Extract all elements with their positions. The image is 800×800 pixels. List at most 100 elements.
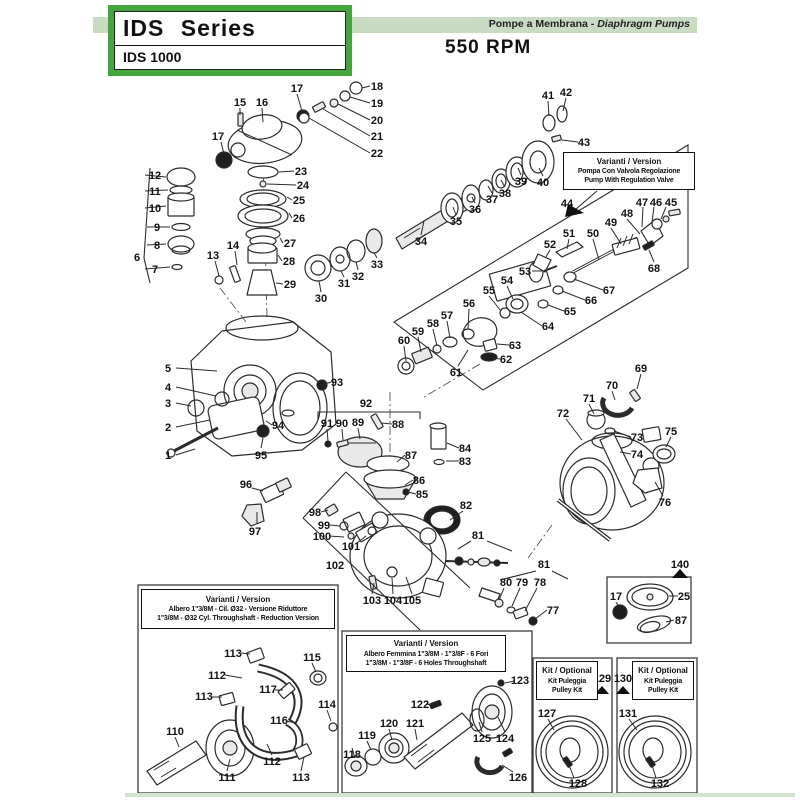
part-callout-87: 87 (675, 615, 687, 627)
part-callout-73: 73 (631, 432, 643, 444)
part-shape (247, 242, 277, 254)
callout-leader (326, 709, 332, 722)
variant-box-line-it: Pompa Con Valvola Regolazione (577, 168, 681, 176)
variant-box-title: Varianti / Version (205, 594, 271, 604)
part-callout-19: 19 (371, 98, 383, 110)
callout-leader (588, 403, 595, 415)
part-shape (329, 98, 339, 108)
part-callout-89: 89 (352, 417, 364, 429)
part-callout-93: 93 (331, 377, 343, 389)
part-shape (259, 180, 267, 188)
part-callout-45: 45 (665, 197, 677, 209)
part-shape (336, 439, 349, 448)
part-shape (367, 526, 377, 536)
centerline (219, 287, 247, 323)
part-callout-68: 68 (648, 263, 660, 275)
part-shape (171, 245, 191, 255)
part-shape (629, 389, 641, 402)
part-shape (562, 756, 573, 768)
part-shape (403, 227, 421, 239)
part-shape (616, 237, 622, 249)
part-callout-15: 15 (234, 97, 246, 109)
part-shape (662, 215, 670, 223)
pulley-kit-right-box: Kit / Optional Kit Puleggia Pulley Kit (632, 661, 694, 700)
callout-leader (356, 535, 367, 544)
part-callout-91: 91 (321, 418, 333, 430)
part-shape (256, 424, 270, 438)
part-shape (349, 81, 363, 95)
rpm-label: 550 RPM (445, 37, 532, 58)
part-callout-37: 37 (486, 194, 498, 206)
part-shape (350, 760, 362, 772)
part-shape (429, 699, 442, 710)
part-callout-50: 50 (587, 228, 599, 240)
part-shape (241, 382, 259, 400)
part-callout-112: 112 (263, 756, 281, 768)
part-callout-100: 100 (313, 531, 331, 543)
part-shape (339, 90, 351, 102)
callout-leader (665, 619, 675, 623)
callout-leader (491, 357, 501, 360)
part-callout-126: 126 (509, 772, 527, 784)
pointer-arrow (672, 569, 688, 578)
part-shape (429, 422, 447, 430)
pointer-arrow (565, 204, 584, 217)
part-callout-43: 43 (578, 137, 590, 149)
part-shape (218, 691, 236, 707)
kit-box-line-en: Pulley Kit (648, 686, 678, 694)
part-callout-132: 132 (651, 778, 669, 790)
callout-leader (214, 260, 220, 277)
callout-leader (288, 212, 293, 219)
part-callout-60: 60 (398, 335, 410, 347)
callout-leader (371, 582, 375, 595)
part-callout-23: 23 (295, 166, 307, 178)
callout-leader (396, 454, 406, 463)
callout-leader (175, 419, 211, 428)
callout-leader (478, 721, 483, 733)
part-callout-105: 105 (403, 595, 421, 607)
category-label: Pompe a Membrana - Diaphragm Pumps (400, 18, 690, 33)
part-shape (540, 720, 604, 784)
part-shape (146, 740, 207, 786)
callout-leader (568, 764, 575, 779)
callout-leader (260, 437, 264, 449)
part-shape (510, 298, 524, 310)
part-shape (429, 510, 455, 530)
part-callout-110: 110 (166, 726, 184, 738)
callout-leader (613, 430, 632, 438)
part-shape (477, 557, 491, 567)
part-callout-111: 111 (218, 772, 235, 784)
part-callout-17: 17 (610, 591, 622, 603)
part-callout-97: 97 (249, 526, 261, 538)
construction-line (302, 517, 421, 631)
callout-leader (487, 185, 493, 194)
callout-leader (340, 270, 345, 278)
part-shape (309, 670, 327, 686)
callout-leader (296, 93, 303, 112)
part-callout-117: 117 (259, 684, 277, 696)
callout-leader (498, 587, 505, 601)
part-shape (279, 380, 321, 436)
callout-leader (504, 680, 515, 684)
callout-leader (175, 448, 196, 456)
part-shape (403, 712, 474, 770)
page-title: IDS Series (115, 12, 345, 46)
part-shape (646, 593, 654, 601)
callout-leader (561, 290, 586, 301)
part-callout-113: 113 (292, 772, 310, 784)
part-callout-47: 47 (636, 197, 648, 209)
part-callout-10: 10 (149, 203, 161, 215)
part-shape (529, 150, 547, 174)
callout-leader (311, 662, 317, 673)
callout-leader (457, 349, 469, 367)
part-callout-114: 114 (318, 699, 337, 711)
callout-leader (446, 442, 460, 449)
part-shape (442, 336, 458, 348)
callout-leader (328, 535, 345, 538)
part-callout-22: 22 (371, 148, 383, 160)
part-callout-32: 32 (352, 271, 364, 283)
part-callout-120: 120 (380, 718, 398, 730)
part-shape (160, 767, 177, 778)
callout-leader (610, 227, 622, 245)
part-shape (499, 307, 511, 319)
